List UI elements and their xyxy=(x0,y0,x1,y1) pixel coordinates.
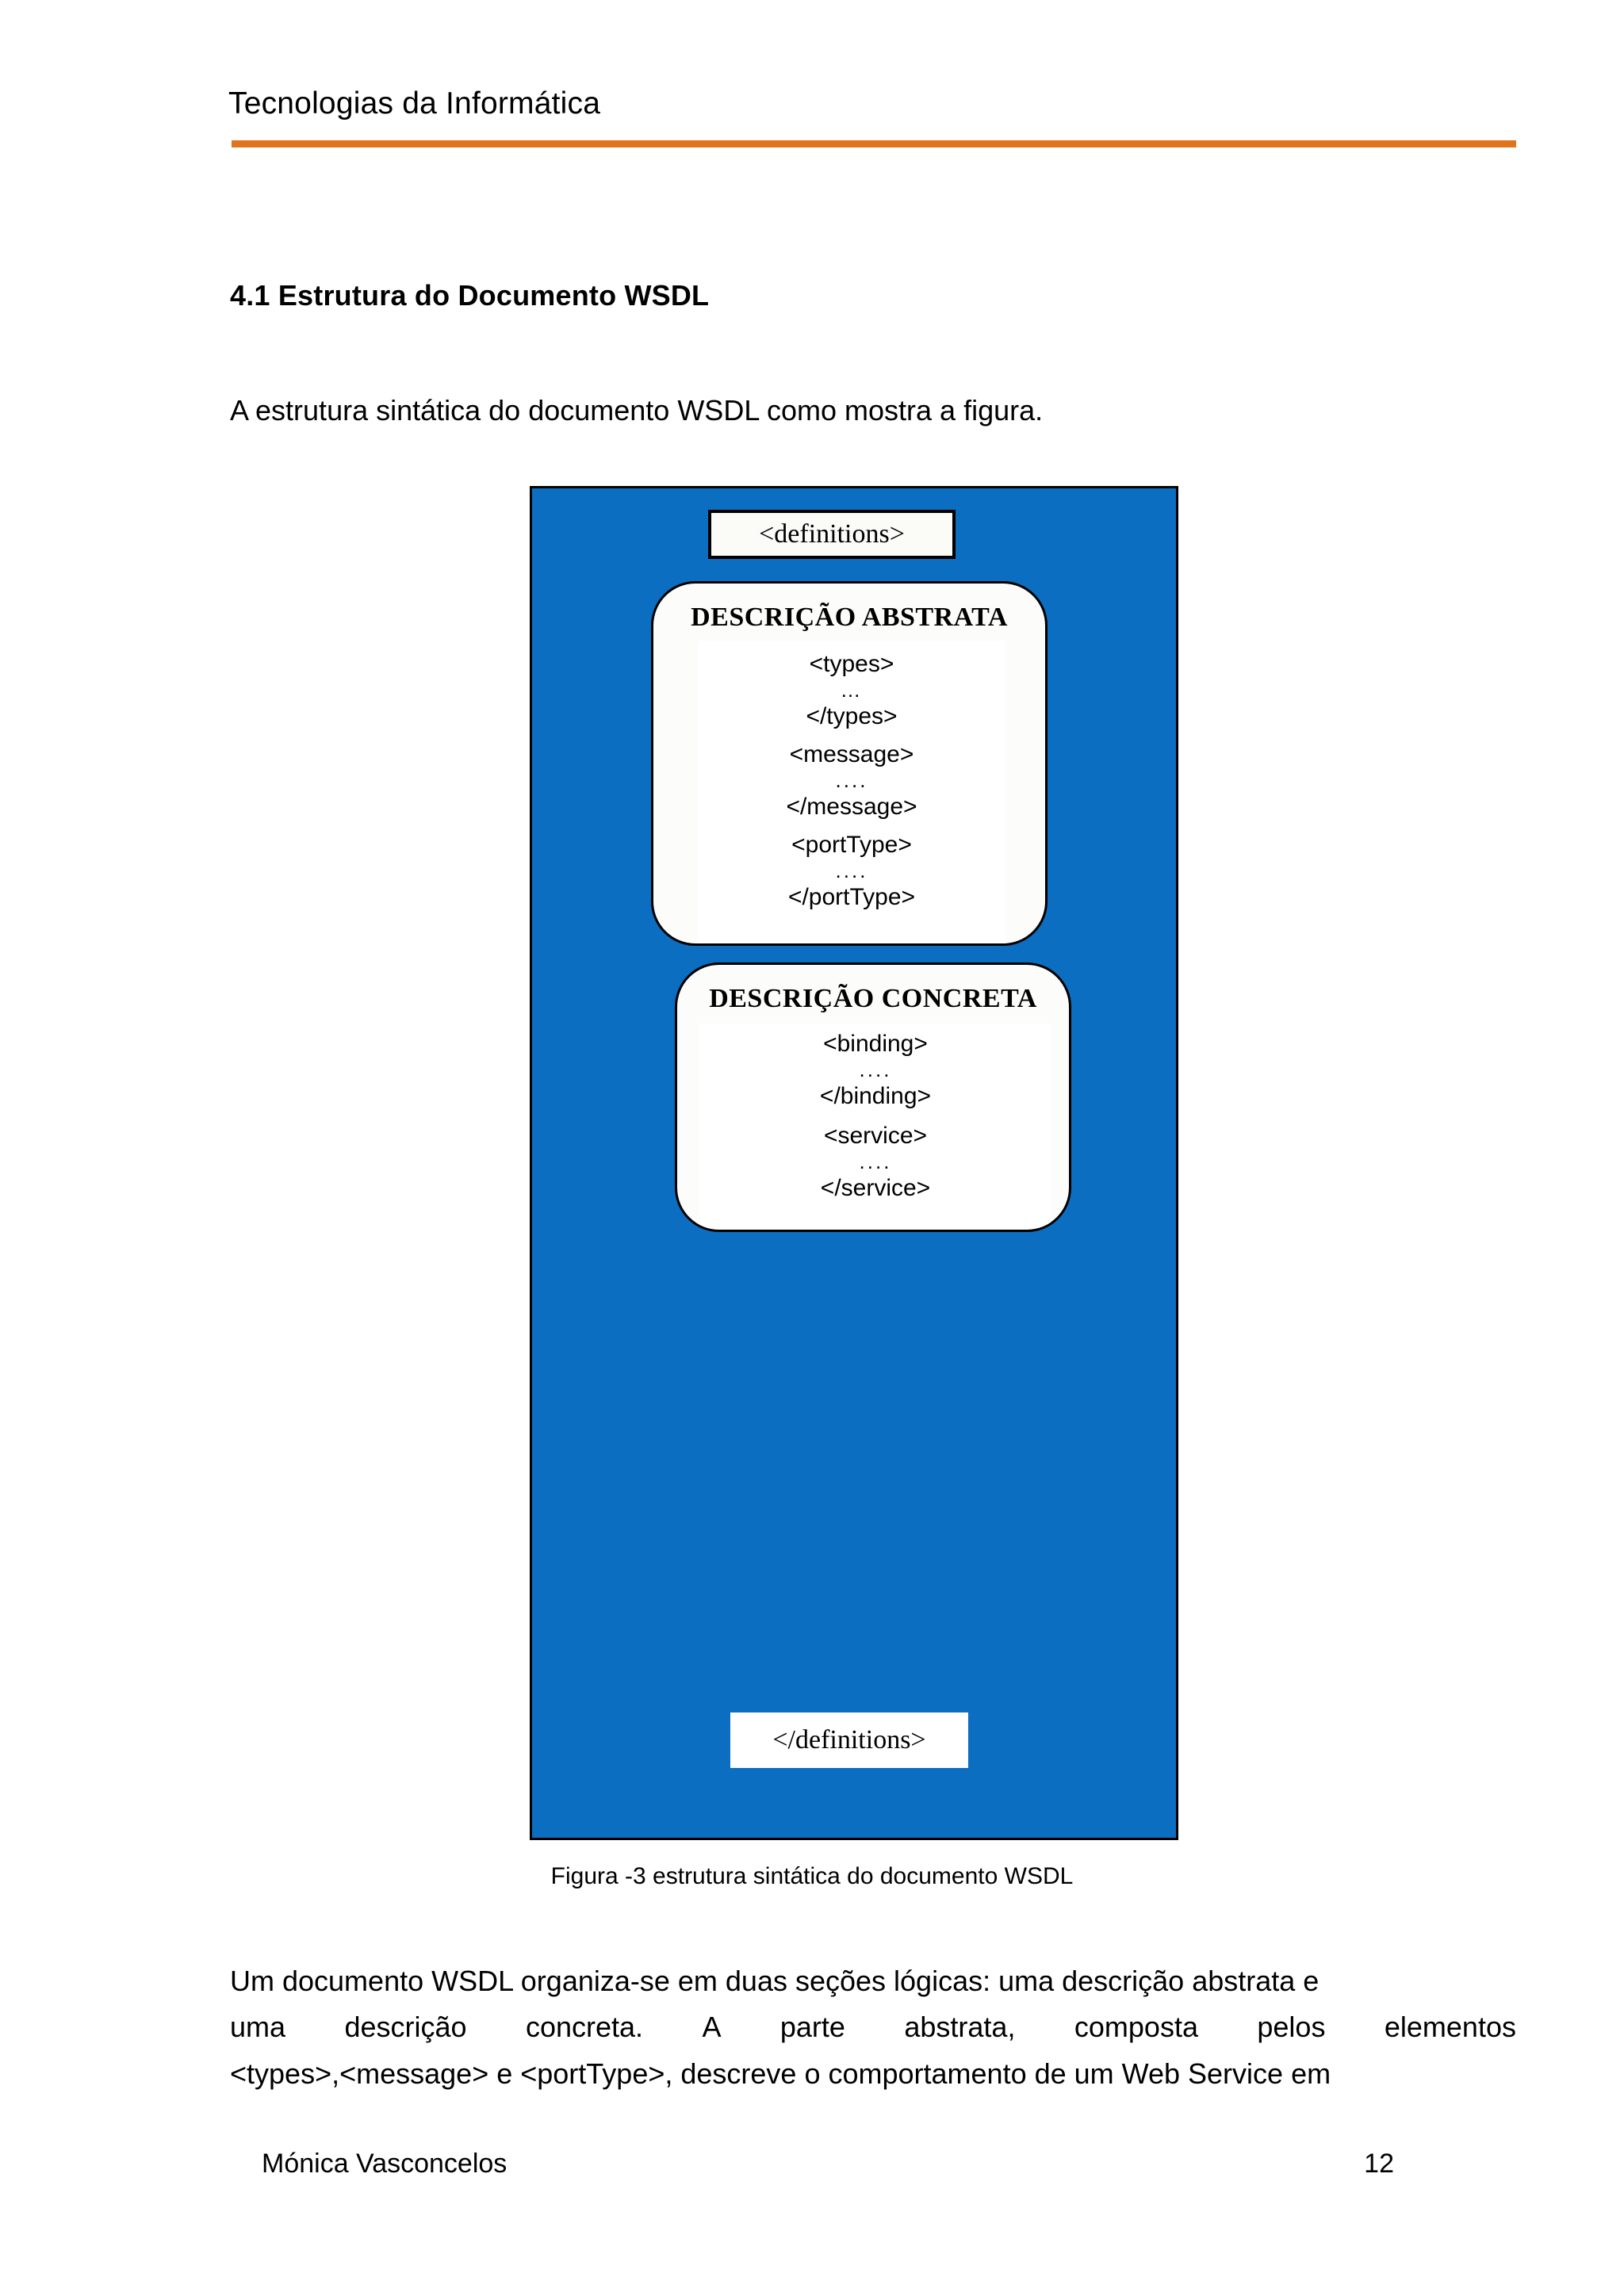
message-ellipsis: .... xyxy=(835,768,868,793)
body-line-2-word: composta xyxy=(1074,2011,1198,2044)
definitions-open-label: <definitions> xyxy=(759,519,905,549)
body-line-3: <types>,<message> e <portType>, descreve… xyxy=(230,2057,1331,2090)
header-rule xyxy=(232,140,1516,147)
body-line-2-word: concreta. xyxy=(525,2011,644,2044)
body-line-2-word: parte xyxy=(779,2011,845,2044)
types-open-tag: <types> xyxy=(809,651,894,677)
types-close-tag: </types> xyxy=(806,703,898,730)
panel-descricao-concreta: DESCRIÇÃO CONCRETA <binding> .... </bind… xyxy=(675,962,1071,1232)
footer-author: Mónica Vasconcelos xyxy=(262,2149,508,2179)
code-block-message: <message> .... </message> xyxy=(698,740,1005,821)
code-block-service: <service> .... </service> xyxy=(699,1122,1051,1202)
header-title: Tecnologias da Informática xyxy=(228,86,601,121)
panel-abstract-code-region: <types> … </types> <message> .... </mess… xyxy=(698,641,1005,943)
definitions-close-box: </definitions> xyxy=(730,1712,968,1768)
service-ellipsis: .... xyxy=(859,1150,892,1174)
message-close-tag: </message> xyxy=(786,794,917,821)
panel-concrete-code-region: <binding> .... </binding> <service> ....… xyxy=(699,1024,1051,1228)
definitions-close-label: </definitions> xyxy=(772,1725,926,1755)
binding-ellipsis: .... xyxy=(859,1058,892,1082)
body-line-2-word: elementos xyxy=(1384,2011,1516,2044)
body-line-2-word: abstrata, xyxy=(904,2011,1016,2044)
code-block-binding: <binding> .... </binding> xyxy=(699,1030,1051,1110)
body-line-2-word: uma xyxy=(230,2011,286,2044)
body-line-2-word: pelos xyxy=(1257,2011,1326,2044)
wsdl-structure-diagram: <definitions> DESCRIÇÃO ABSTRATA <types>… xyxy=(530,486,1178,1840)
types-ellipsis: … xyxy=(840,678,864,702)
porttype-open-tag: <portType> xyxy=(791,832,912,858)
body-line-2: uma descrição concreta. A parte abstrata… xyxy=(230,2004,1516,2050)
panel-concrete-title: DESCRIÇÃO CONCRETA xyxy=(709,984,1037,1013)
definitions-open-box: <definitions> xyxy=(708,510,956,559)
footer-page-number: 12 xyxy=(1364,2149,1394,2179)
figure-caption: Figura -3 estrutura sintática do documen… xyxy=(550,1863,1074,1889)
panel-abstract-title: DESCRIÇÃO ABSTRATA xyxy=(691,603,1008,632)
porttype-close-tag: </portType> xyxy=(787,884,916,911)
body-paragraph: Um documento WSDL organiza-se em duas se… xyxy=(230,1958,1516,2097)
body-line-2-word: A xyxy=(702,2011,722,2044)
panel-descricao-abstrata: DESCRIÇÃO ABSTRATA <types> … </types> <m… xyxy=(651,581,1048,946)
body-line-2-word: descrição xyxy=(344,2011,467,2044)
message-open-tag: <message> xyxy=(789,741,914,767)
binding-close-tag: </binding> xyxy=(819,1083,932,1110)
body-line-1: Um documento WSDL organiza-se em duas se… xyxy=(230,1965,1320,1997)
code-block-types: <types> … </types> xyxy=(698,650,1005,730)
porttype-ellipsis: .... xyxy=(835,859,868,883)
service-open-tag: <service> xyxy=(823,1123,928,1149)
intro-paragraph: A estrutura sintática do documento WSDL … xyxy=(230,394,1044,427)
section-heading: 4.1 Estrutura do Documento WSDL xyxy=(230,279,710,312)
service-close-tag: </service> xyxy=(820,1175,931,1202)
code-block-porttype: <portType> .... </portType> xyxy=(698,831,1005,911)
binding-open-tag: <binding> xyxy=(823,1031,928,1057)
